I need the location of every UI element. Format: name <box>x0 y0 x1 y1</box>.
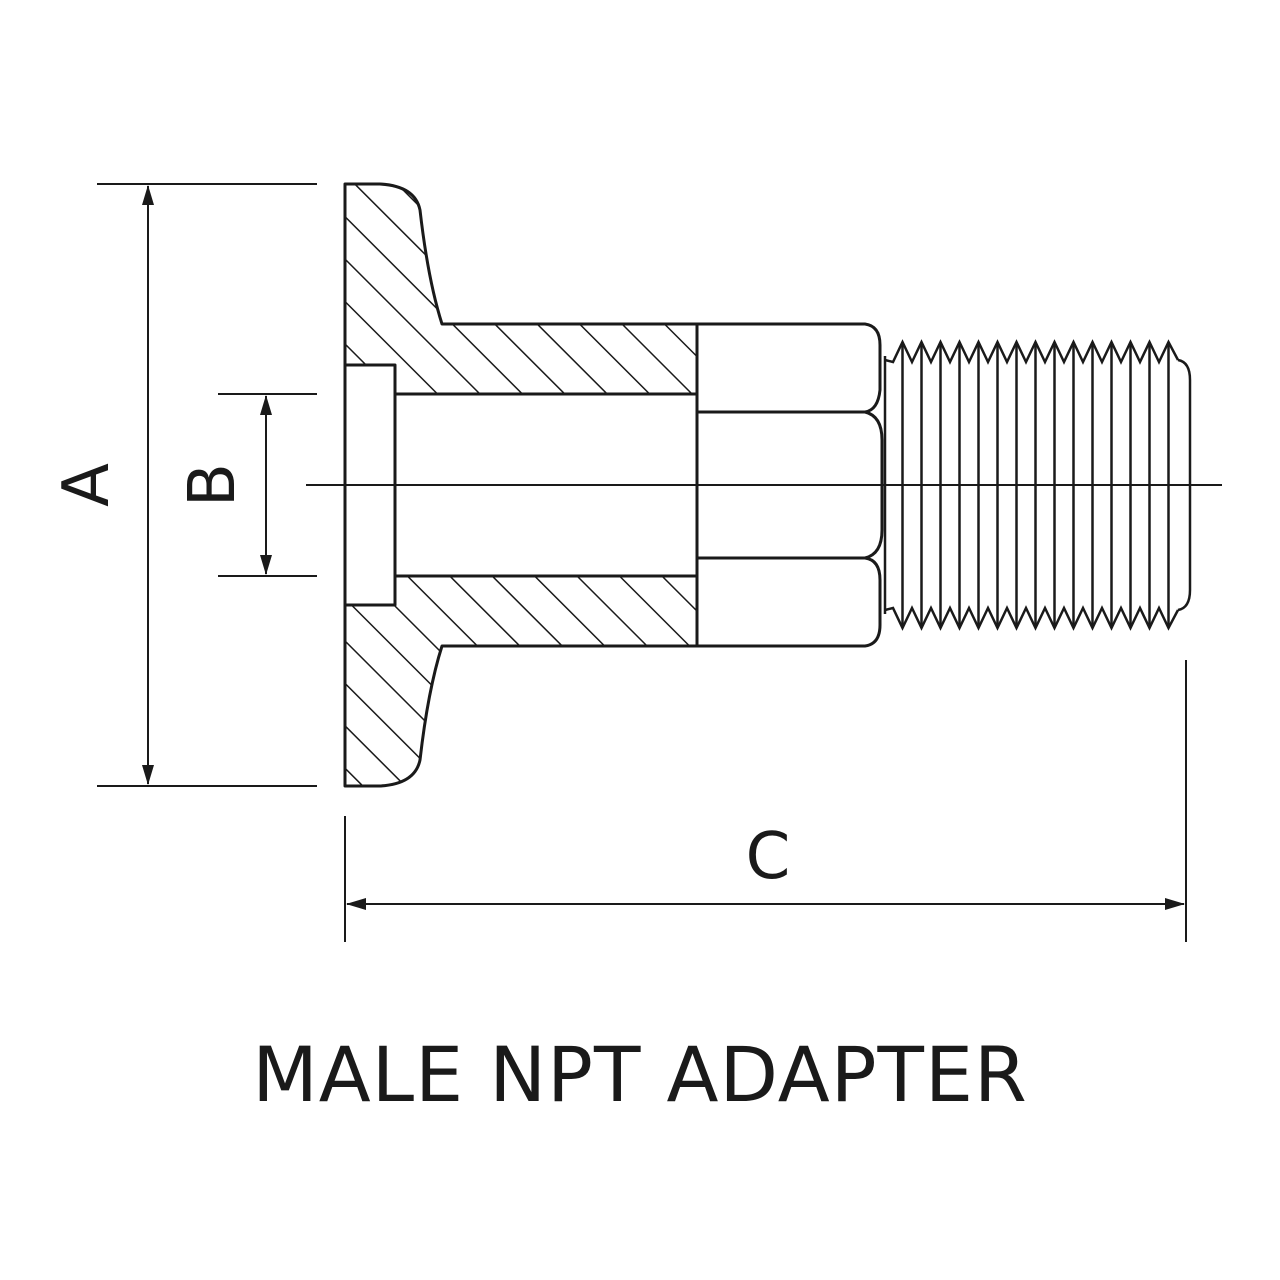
flange-section-top <box>343 182 699 396</box>
diagram-caption: MALE NPT ADAPTER <box>252 1030 1028 1119</box>
flange-section-bottom <box>343 574 699 788</box>
dimension-c <box>344 660 1187 942</box>
dimension-b-label: B <box>176 463 250 507</box>
dimension-a-label: A <box>50 463 124 507</box>
dimension-b <box>218 393 317 577</box>
dimension-c-label: C <box>746 820 791 894</box>
dimension-a <box>97 183 317 787</box>
